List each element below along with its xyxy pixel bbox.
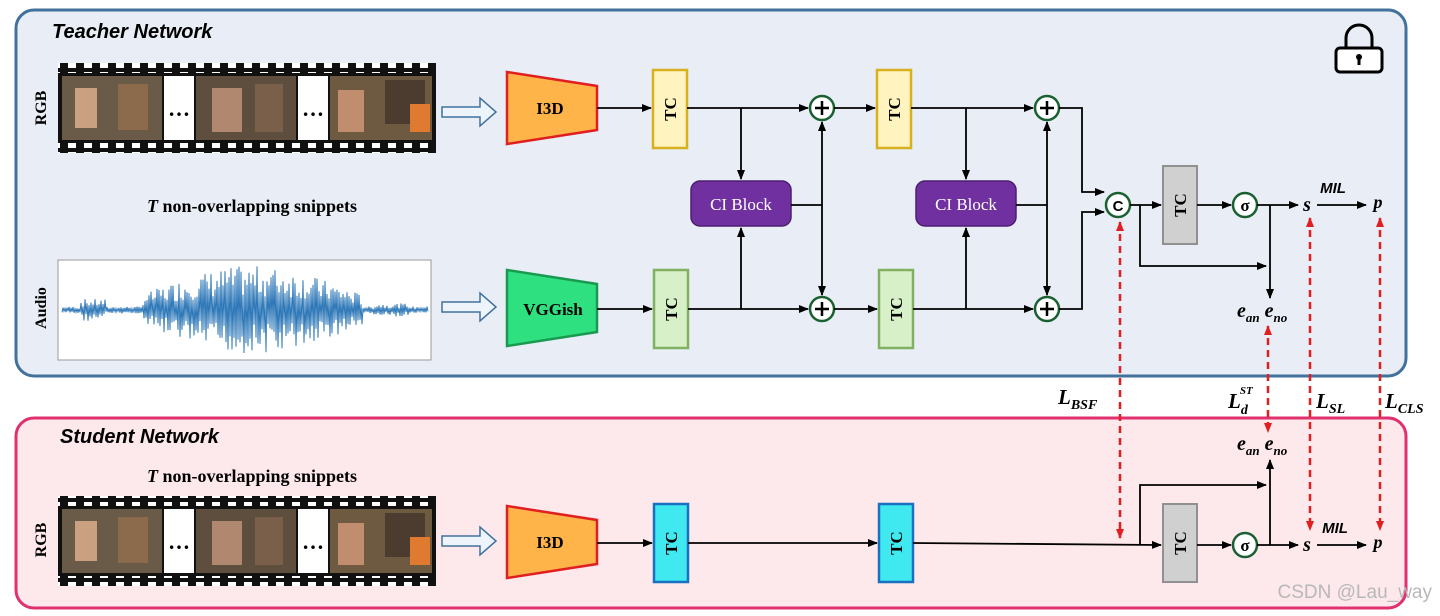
student-mil-label: MIL bbox=[1322, 520, 1348, 537]
teacher-tc-audio-2: TC bbox=[877, 268, 915, 350]
student-sigmoid-node: σ bbox=[1231, 531, 1259, 559]
teacher-tc-audio-1: TC bbox=[652, 268, 690, 350]
student-tc-fusion: TC bbox=[1162, 503, 1198, 583]
student-i3d-encoder bbox=[505, 504, 599, 580]
sigmoid-symbol: σ bbox=[1240, 536, 1250, 555]
vggish-label: VGGish bbox=[523, 300, 583, 319]
sigmoid-symbol: σ bbox=[1240, 196, 1250, 215]
ci-block-2: CI Block bbox=[915, 180, 1017, 227]
ellipsis-4: … bbox=[302, 529, 324, 554]
ellipsis-3: … bbox=[168, 529, 190, 554]
teacher-title: Teacher Network bbox=[52, 21, 213, 43]
student-prob: p bbox=[1372, 532, 1383, 552]
teacher-audio-hollow-arrow bbox=[441, 291, 498, 323]
teacher-rgb-label: RGB bbox=[33, 90, 50, 125]
teacher-embeddings: ean eno bbox=[1237, 300, 1288, 325]
tc-label: TC bbox=[1171, 193, 1190, 217]
loss-cls-label: LCLS bbox=[1384, 389, 1424, 417]
student-rgb-label: RGB bbox=[33, 522, 50, 557]
tc-label: TC bbox=[1171, 531, 1190, 555]
student-score: s bbox=[1302, 534, 1311, 556]
student-title: Student Network bbox=[60, 426, 220, 448]
teacher-i3d-label: I3D bbox=[536, 99, 563, 118]
loss-arrows bbox=[1116, 217, 1384, 539]
tc-label: TC bbox=[885, 97, 904, 121]
teacher-sigmoid-node: σ bbox=[1231, 191, 1259, 219]
audio-waveform bbox=[61, 266, 429, 354]
tc-label: TC bbox=[662, 531, 681, 555]
ci-block-label: CI Block bbox=[710, 195, 772, 214]
concat-node: C bbox=[1104, 191, 1132, 219]
ci-block-1: CI Block bbox=[690, 180, 792, 227]
teacher-connections bbox=[597, 104, 1367, 313]
vggish-encoder bbox=[505, 268, 599, 348]
teacher-rgb-hollow-arrow bbox=[441, 96, 498, 128]
student-embeddings: ean eno bbox=[1237, 433, 1288, 458]
teacher-tc-rgb-2: TC bbox=[875, 68, 913, 150]
teacher-prob: p bbox=[1372, 192, 1383, 212]
teacher-tc-fusion: TC bbox=[1162, 165, 1198, 245]
watermark: CSDN @Lau_way bbox=[1278, 582, 1433, 603]
teacher-snippets-label: T non-overlapping snippets bbox=[147, 196, 357, 216]
plus-node-audio-2 bbox=[1033, 295, 1061, 323]
ci-block-label: CI Block bbox=[935, 195, 997, 214]
student-i3d-label: I3D bbox=[536, 533, 563, 552]
loss-bsf-label: LBSF bbox=[1057, 385, 1098, 413]
plus-node-rgb-1 bbox=[808, 94, 836, 122]
teacher-score: s bbox=[1302, 194, 1311, 216]
tc-label: TC bbox=[887, 531, 906, 555]
tc-label: TC bbox=[887, 297, 906, 321]
plus-node-rgb-2 bbox=[1033, 94, 1061, 122]
student-snippets-label: T non-overlapping snippets bbox=[147, 466, 357, 486]
loss-sl-label: LSL bbox=[1315, 389, 1345, 417]
student-tc-1: TC bbox=[652, 502, 690, 584]
ellipsis-1: … bbox=[168, 96, 190, 121]
lock-icon bbox=[1334, 23, 1384, 74]
tc-label: TC bbox=[662, 297, 681, 321]
tc-label: TC bbox=[661, 97, 680, 121]
teacher-mil-label: MIL bbox=[1320, 180, 1346, 197]
student-connections bbox=[597, 459, 1367, 549]
ellipsis-2: … bbox=[302, 96, 324, 121]
student-filmstrip: … … bbox=[58, 496, 436, 586]
concat-symbol: C bbox=[1113, 198, 1124, 215]
teacher-filmstrip: … … bbox=[58, 63, 436, 153]
teacher-audio-label: Audio bbox=[33, 287, 50, 329]
plus-node-audio-1 bbox=[808, 295, 836, 323]
loss-d-label: LdST bbox=[1227, 385, 1254, 418]
teacher-i3d-encoder bbox=[505, 70, 599, 146]
student-tc-2: TC bbox=[877, 502, 915, 584]
student-rgb-hollow-arrow bbox=[441, 525, 498, 557]
teacher-tc-rgb-1: TC bbox=[651, 68, 689, 150]
